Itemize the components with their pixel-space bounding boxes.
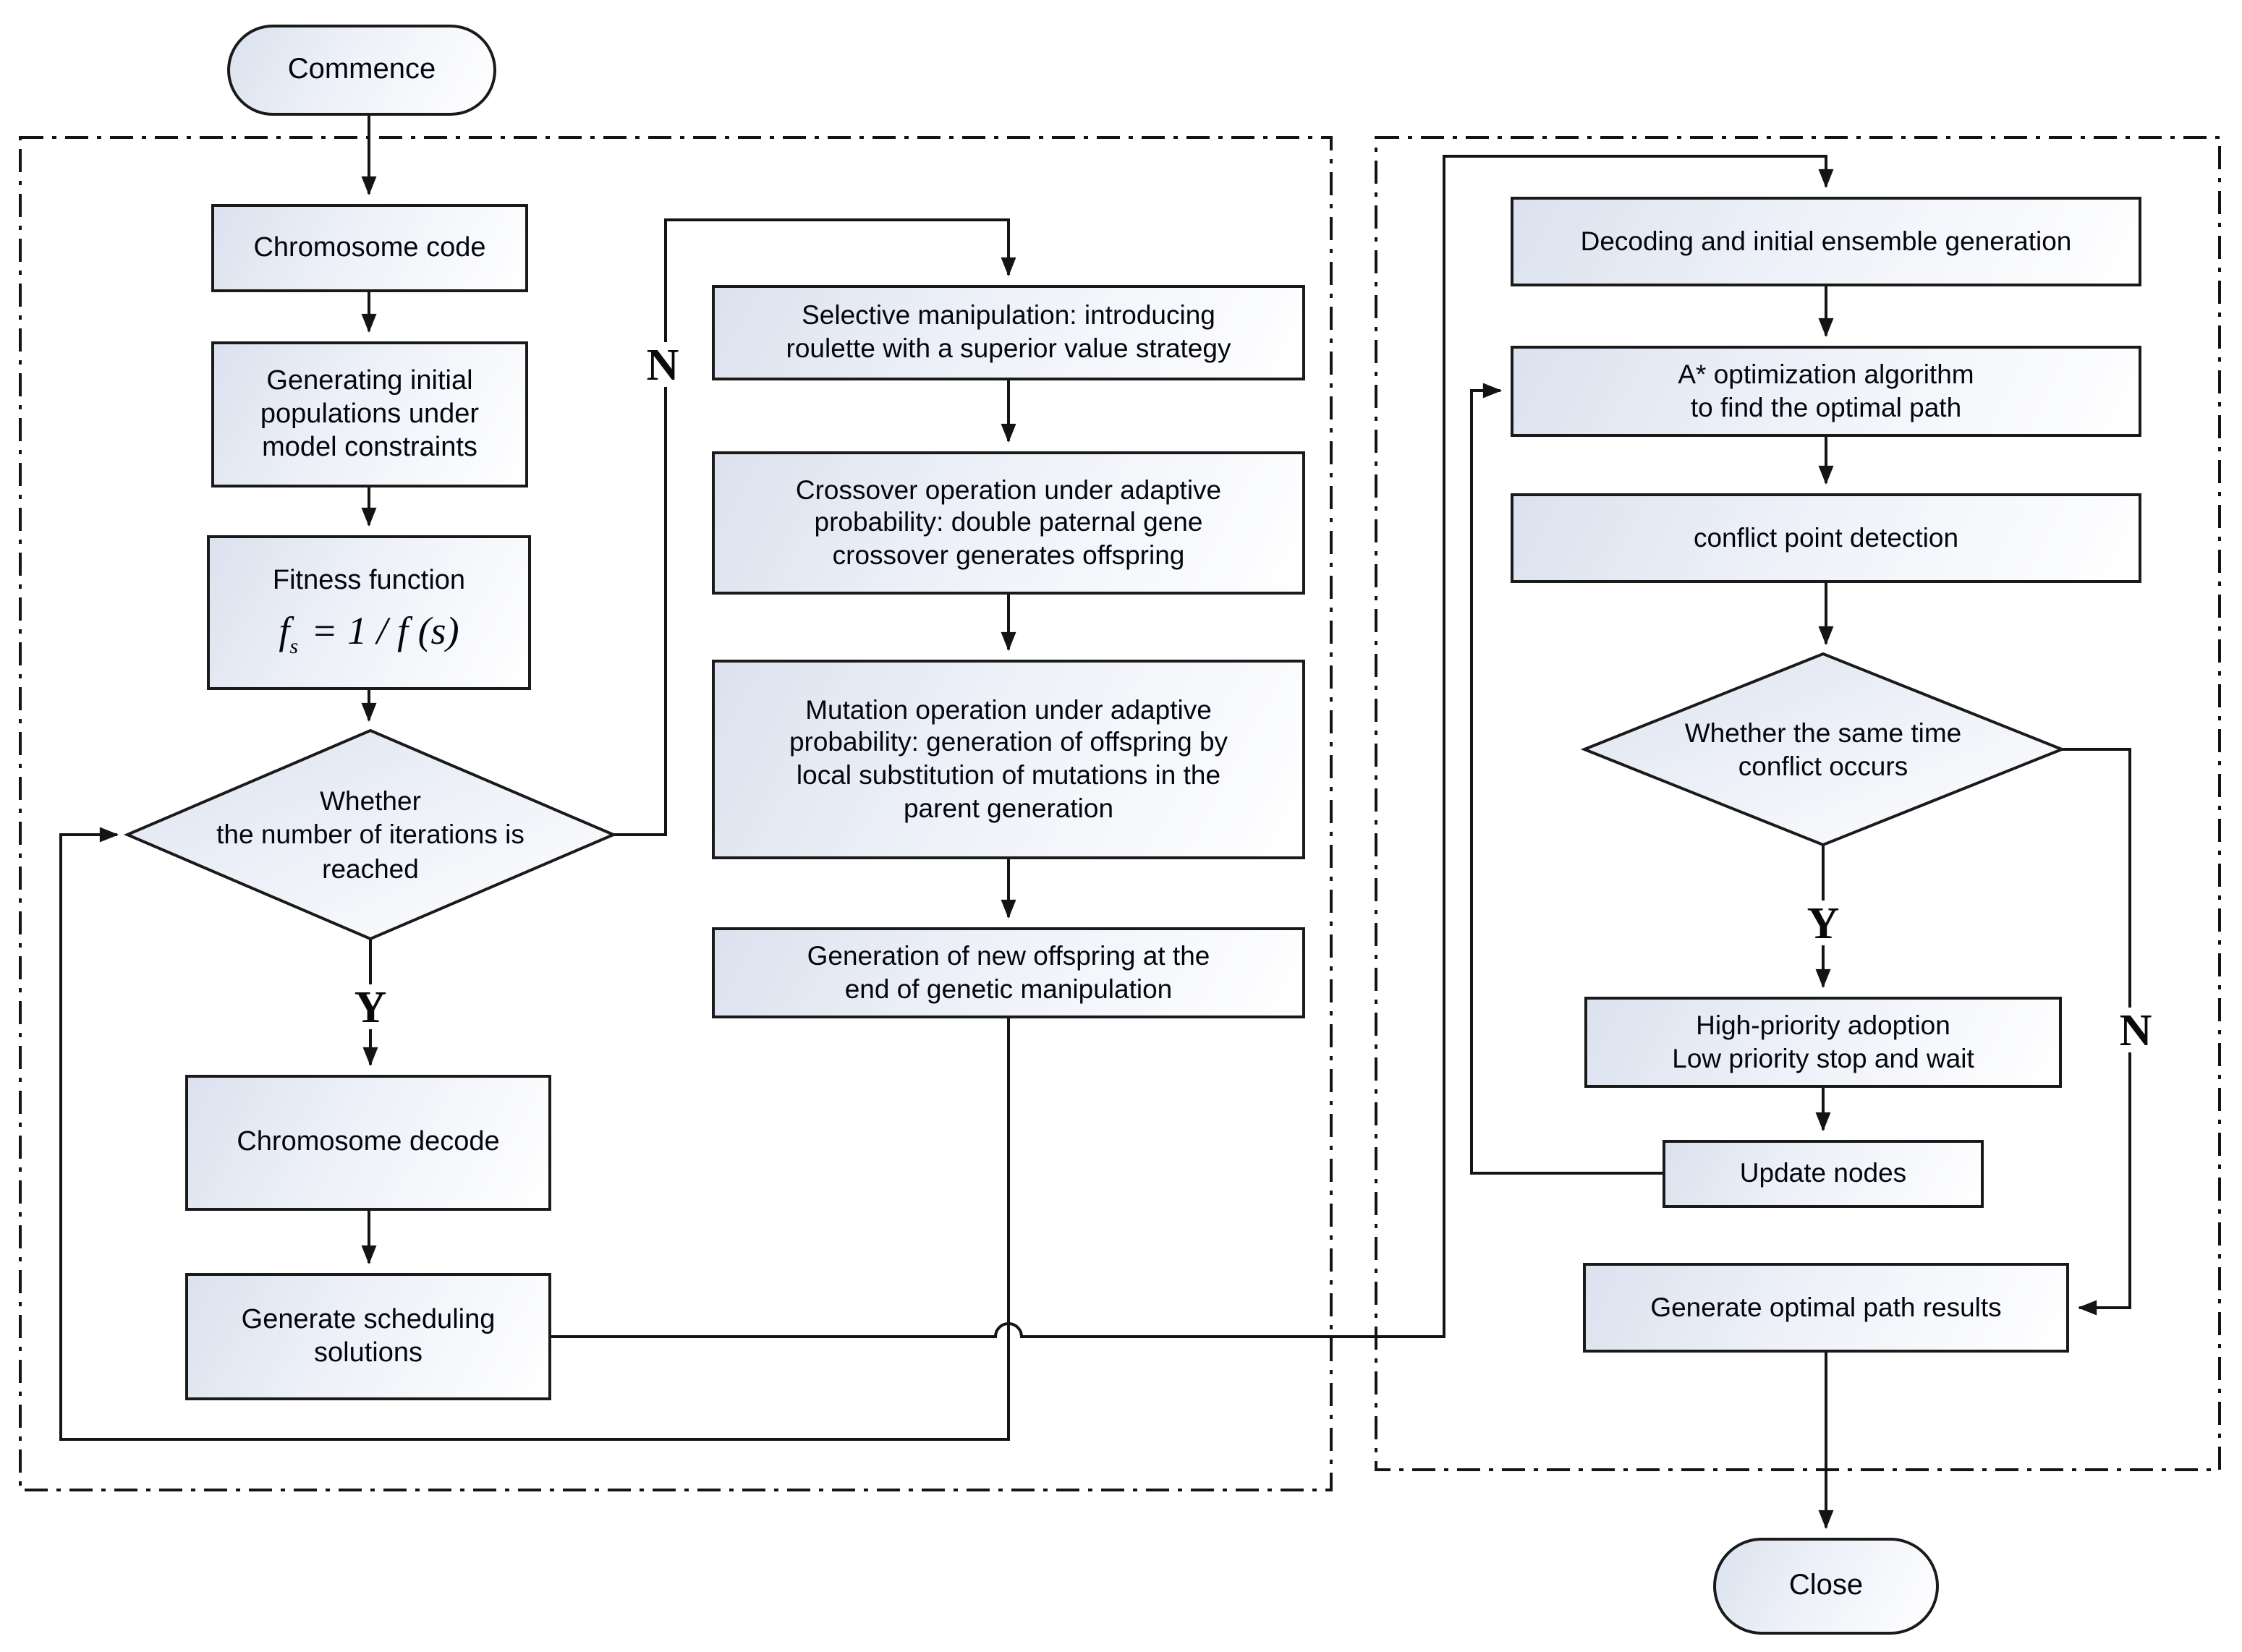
node-label: Close	[1788, 1570, 1864, 1602]
node-label: Update nodes	[1739, 1157, 1907, 1188]
formula-rest: = 1 / f (s)	[311, 609, 459, 653]
node-label: Generate scheduling	[241, 1304, 496, 1335]
edge-scheduling-decoding	[551, 155, 1834, 1338]
node-label: High-priority adoption	[1696, 1009, 1950, 1040]
node-label: A* optimization algorithm	[1678, 358, 1974, 389]
node-label: solutions	[314, 1338, 423, 1368]
node-chromosome-code: Chromosome code	[211, 204, 528, 292]
edge-decision-selective-no	[613, 218, 1016, 836]
no-label-iterations: N	[640, 342, 685, 387]
iterations-decision-text: Whether the number of iterations is reac…	[153, 758, 587, 911]
node-label: roulette with a superior value strategy	[786, 333, 1231, 363]
node-label: Generation of new offspring at the	[807, 940, 1210, 971]
edge-update-astar-loop	[1470, 383, 1663, 1175]
node-label: Commence	[287, 54, 436, 86]
node-label: Fitness function	[272, 566, 466, 597]
node-label: Chromosome code	[253, 232, 486, 263]
node-label: Low priority stop and wait	[1672, 1042, 1974, 1073]
node-crossover-operation: Crossover operation under adaptive proba…	[712, 451, 1305, 595]
node-chromosome-decode: Chromosome decode	[185, 1075, 551, 1211]
node-selective-manipulation: Selective manipulation: introducing roul…	[712, 285, 1305, 380]
node-high-priority: High-priority adoption Low priority stop…	[1584, 997, 2062, 1088]
node-label: conflict occurs	[1738, 751, 1908, 781]
node-label: conflict point detection	[1693, 521, 1959, 553]
yes-label-iterations: Y	[348, 984, 393, 1029]
node-label: the number of iterations is	[216, 819, 525, 850]
formula-var: f	[279, 609, 290, 653]
formula-subscript: s	[289, 636, 299, 660]
iterations-decision-diamond	[123, 728, 618, 941]
node-label: reached	[322, 853, 419, 884]
node-new-offspring: Generation of new offspring at the end o…	[712, 927, 1305, 1018]
node-label: Whether the same time	[1684, 717, 1962, 748]
fitness-formula: fs = 1 / f (s)	[279, 608, 459, 660]
node-label: probability: double paternal gene	[814, 506, 1203, 537]
node-label: end of genetic manipulation	[844, 973, 1173, 1003]
edge-offspring-feedback	[59, 827, 1010, 1441]
astar-panel-border	[1375, 136, 2221, 1471]
node-label: local substitution of mutations in the	[796, 759, 1221, 790]
node-decoding-ensemble: Decoding and initial ensemble generation	[1511, 197, 2141, 286]
node-initial-populations: Generating initial populations under mod…	[211, 341, 528, 487]
yes-label-conflict: Y	[1801, 900, 1846, 945]
node-label: crossover generates offspring	[832, 539, 1185, 570]
node-commence: Commence	[227, 25, 496, 116]
node-label: Generate optimal path results	[1650, 1291, 2002, 1322]
node-label: Crossover operation under adaptive	[795, 474, 1222, 505]
node-label: Chromosome decode	[237, 1127, 500, 1158]
node-optimal-path-results: Generate optimal path results	[1583, 1263, 2069, 1353]
node-fitness-function: Fitness function fs = 1 / f (s)	[207, 535, 531, 690]
ga-panel-border	[19, 136, 1333, 1491]
node-mutation-operation: Mutation operation under adaptive probab…	[712, 660, 1305, 859]
same-time-decision-diamond	[1580, 652, 2066, 847]
node-astar-optimization: A* optimization algorithm to find the op…	[1511, 346, 2141, 437]
same-time-decision-text: Whether the same time conflict occurs	[1606, 677, 2040, 822]
node-label: Decoding and initial ensemble generation	[1580, 225, 2072, 256]
node-label: model constraints	[262, 433, 477, 464]
node-label: Generating initial	[266, 365, 473, 396]
node-label: parent generation	[903, 792, 1114, 823]
node-label: Mutation operation under adaptive	[805, 694, 1212, 725]
node-label: populations under	[260, 399, 480, 430]
node-generate-scheduling: Generate scheduling solutions	[185, 1273, 551, 1400]
node-close: Close	[1713, 1538, 1939, 1635]
node-update-nodes: Update nodes	[1663, 1140, 1984, 1208]
node-label: probability: generation of offspring by	[789, 726, 1228, 757]
node-label: Selective manipulation: introducing	[802, 299, 1215, 331]
node-label: to find the optimal path	[1690, 391, 1962, 422]
no-label-conflict: N	[2113, 1008, 2158, 1052]
node-label: Whether	[320, 785, 421, 817]
node-conflict-detection: conflict point detection	[1511, 493, 2141, 583]
